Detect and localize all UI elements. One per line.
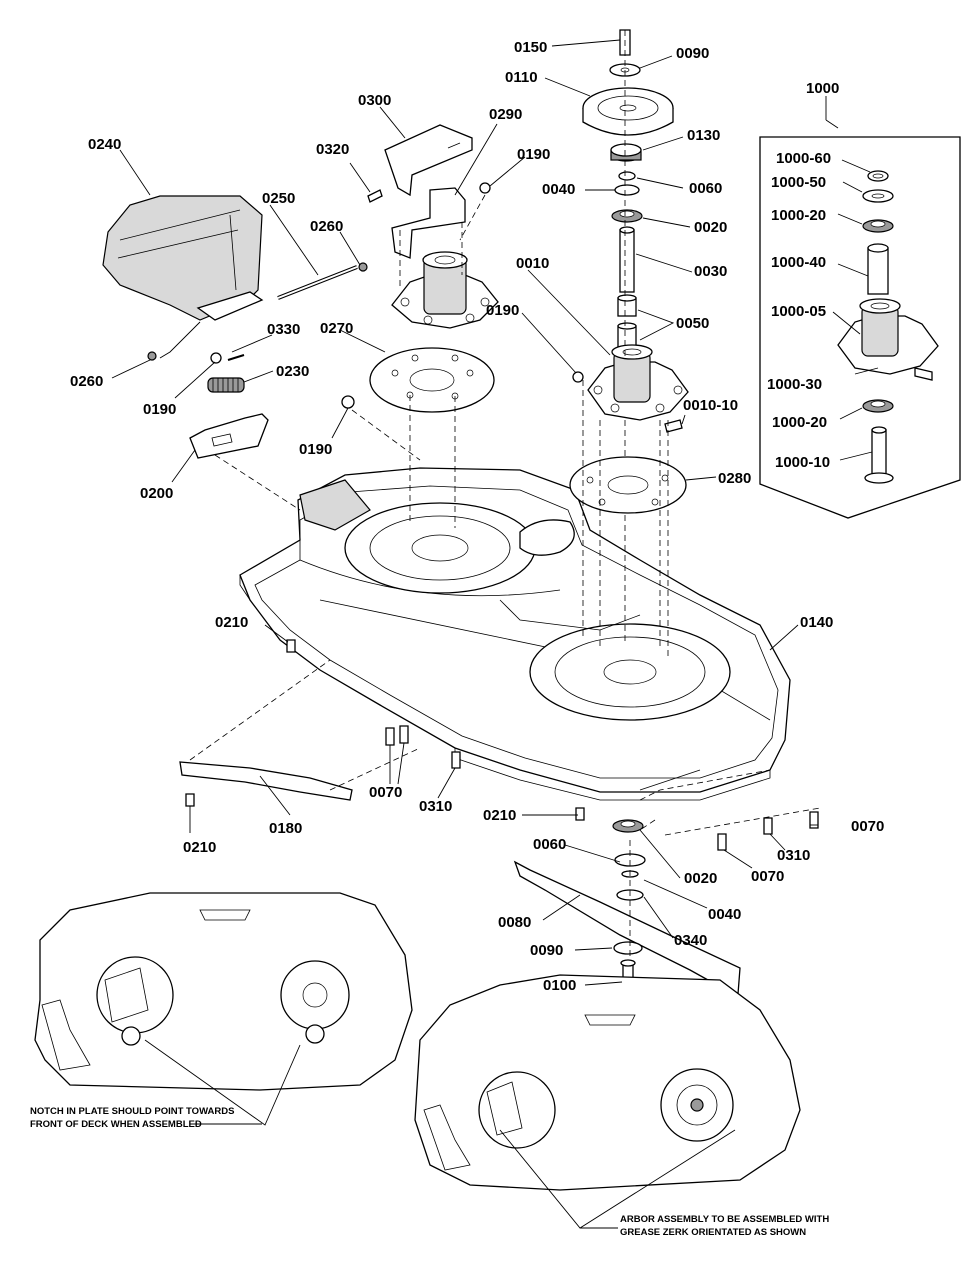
callout-0180: 0180 <box>269 820 302 837</box>
arbor-note-line2: GREASE ZERK ORIENTATED AS SHOWN <box>620 1227 806 1238</box>
arbor-kit-box <box>759 136 961 519</box>
callout-0210-bottom: 0210 <box>183 839 216 856</box>
callout-0070-left: 0070 <box>369 784 402 801</box>
callout-0210-center: 0210 <box>483 807 516 824</box>
chute-rod <box>277 265 358 300</box>
callout-0280: 0280 <box>718 470 751 487</box>
callout-0040: 0040 <box>542 181 575 198</box>
callout-0080: 0080 <box>498 914 531 931</box>
notch-note-line2: FRONT OF DECK WHEN ASSEMBLED <box>30 1119 202 1130</box>
leader-lines <box>111 39 879 986</box>
callout-0070-mid: 0070 <box>751 868 784 885</box>
callout-0050: 0050 <box>676 315 709 332</box>
callout-0260-left: 0260 <box>70 373 103 390</box>
discharge-chute <box>102 195 264 359</box>
callout-0090: 0090 <box>676 45 709 62</box>
baffle <box>179 761 353 801</box>
callout-0150: 0150 <box>514 39 547 56</box>
callout-1000-20-top: 1000-20 <box>771 207 826 224</box>
callout-0340: 0340 <box>674 932 707 949</box>
right-spindle-stack <box>582 29 689 421</box>
callout-0270: 0270 <box>320 320 353 337</box>
callout-1000-05: 1000-05 <box>771 303 826 320</box>
callout-0210-left: 0210 <box>215 614 248 631</box>
callout-0200: 0200 <box>140 485 173 502</box>
callout-0290: 0290 <box>489 106 522 123</box>
callout-0140: 0140 <box>800 614 833 631</box>
callout-1000-30: 1000-30 <box>767 376 822 393</box>
callout-0320: 0320 <box>316 141 349 158</box>
callout-0010: 0010 <box>516 255 549 272</box>
deck-bottom-view-plates <box>34 892 413 1126</box>
blade-stack <box>612 819 646 901</box>
callout-0240: 0240 <box>88 136 121 153</box>
callout-1000-20-bottom: 1000-20 <box>772 414 827 431</box>
callout-0020: 0020 <box>694 219 727 236</box>
callout-0070-right: 0070 <box>851 818 884 835</box>
chute-spring <box>207 377 245 393</box>
belt-guard-brackets <box>384 124 473 259</box>
callout-0060-lower: 0060 <box>533 836 566 853</box>
callout-0190-right: 0190 <box>486 302 519 319</box>
callout-0190-left: 0190 <box>143 401 176 418</box>
callout-0230: 0230 <box>276 363 309 380</box>
callout-1000: 1000 <box>806 80 839 97</box>
callout-0310-right: 0310 <box>777 847 810 864</box>
callout-0260-right: 0260 <box>310 218 343 235</box>
arbor-note-line1: ARBOR ASSEMBLY TO BE ASSEMBLED WITH <box>620 1214 829 1225</box>
callout-1000-50: 1000-50 <box>771 174 826 191</box>
chute-bracket <box>189 413 269 459</box>
callout-0300: 0300 <box>358 92 391 109</box>
callout-0310-left: 0310 <box>419 798 452 815</box>
assembly-lines <box>189 30 821 960</box>
callout-0130: 0130 <box>687 127 720 144</box>
hardware <box>147 182 819 851</box>
mower-deck-housing <box>239 467 791 801</box>
callout-0010-10: 0010-10 <box>683 397 738 414</box>
left-spindle-plate <box>369 347 495 413</box>
callout-0110: 0110 <box>505 69 538 86</box>
callout-0330: 0330 <box>267 321 300 338</box>
callout-0040-lower: 0040 <box>708 906 741 923</box>
callout-0020-lower: 0020 <box>684 870 717 887</box>
callout-0030: 0030 <box>694 263 727 280</box>
assembly-notes: NOTCH IN PLATE SHOULD POINT TOWARDS FRON… <box>30 1106 829 1238</box>
callout-0250: 0250 <box>262 190 295 207</box>
callout-1000-60: 1000-60 <box>776 150 831 167</box>
callout-1000-10: 1000-10 <box>775 454 830 471</box>
callout-labels: 0150 0090 0110 0130 0040 0060 0020 0030 … <box>70 39 884 994</box>
deck-bottom-view-arbor <box>414 974 801 1229</box>
callout-0060: 0060 <box>689 180 722 197</box>
notch-note-line1: NOTCH IN PLATE SHOULD POINT TOWARDS <box>30 1106 234 1117</box>
callout-0190-mid: 0190 <box>299 441 332 458</box>
right-spindle-plate <box>569 456 687 514</box>
callout-0090-lower: 0090 <box>530 942 563 959</box>
callout-0100: 0100 <box>543 977 576 994</box>
left-spindle-assembly <box>391 251 499 329</box>
callout-0190-top: 0190 <box>517 146 550 163</box>
callout-1000-40: 1000-40 <box>771 254 826 271</box>
